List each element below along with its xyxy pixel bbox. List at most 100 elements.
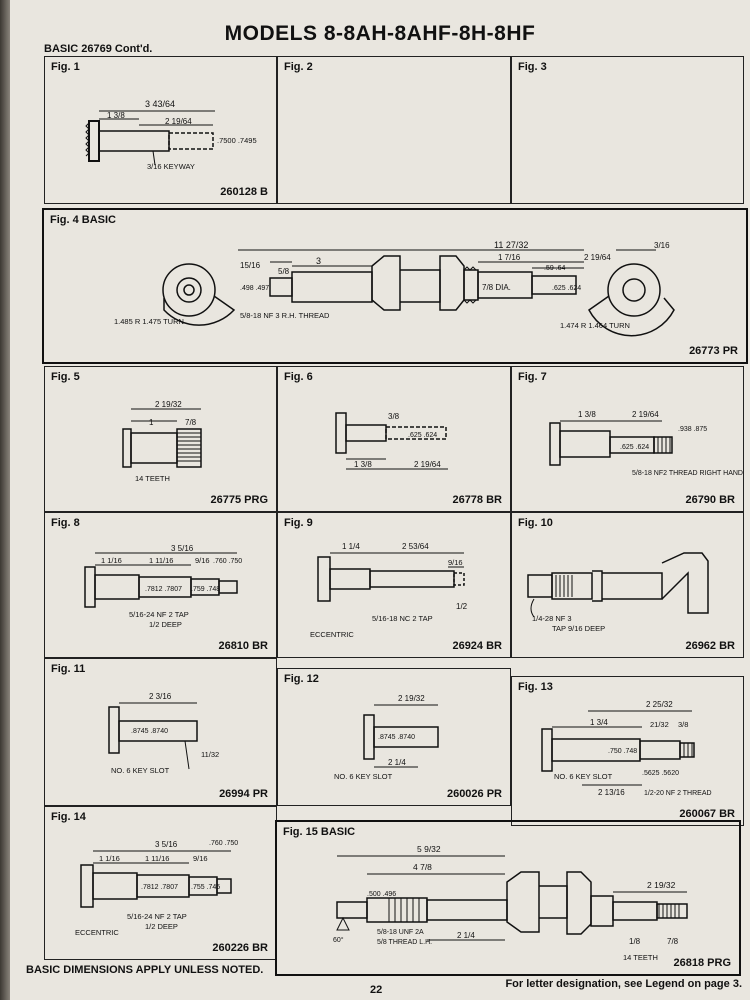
fig6-part-number: 26778 BR [452, 494, 502, 506]
fig14-dim-1-1-16: 1 1/16 [99, 854, 120, 863]
fig4-cell: Fig. 4 BASIC [42, 208, 748, 364]
fig1-dim-a: 1 3/8 [107, 111, 125, 120]
fig15-dim-5-9-32: 5 9/32 [417, 844, 441, 854]
fig7-label: Fig. 7 [518, 371, 547, 383]
fig13-dim-2-13-16: 2 13/16 [598, 788, 625, 797]
fig10-part-number: 26962 BR [685, 640, 735, 652]
fig15-label: Fig. 15 BASIC [283, 826, 356, 838]
fig6-cell: Fig. 6 3/8 .625 .624 1 3/8 2 19/64 26778… [277, 366, 511, 512]
fig4-dim-15-16: 15/16 [240, 261, 261, 270]
fig3-label: Fig. 3 [518, 61, 547, 73]
fig14-dim-3-5-16: 3 5/16 [155, 840, 178, 849]
fig12-drawing: 2 19/32 .8745 .8740 2 1/4 NO. 6 KEY SLOT [334, 694, 439, 781]
fig5-cell: Fig. 5 2 19/32 1 7/8 14 TEETH 26775 PRG [44, 366, 277, 512]
fig4-radius-right: 1.474 R 1.464 TURN [560, 321, 630, 330]
fig9-label: Fig. 9 [284, 517, 313, 529]
fig9-part-number: 26924 BR [452, 640, 502, 652]
fig13-drawing: 2 25/32 1 3/4 21/32 3/8 .750 .748 NO. 6 … [541, 700, 712, 797]
fig15-thread-lh: 5/8 THREAD L.H. [377, 939, 432, 946]
fig12-dim-2-1-4: 2 1/4 [388, 758, 406, 767]
fig8-label: Fig. 8 [51, 517, 80, 529]
page-title: MODELS 8-8AH-8AHF-8H-8HF [224, 22, 536, 45]
fig15-thread: 5/8-18 UNF 2A [377, 929, 424, 936]
fig6-drawing: 3/8 .625 .624 1 3/8 2 19/64 [335, 412, 448, 470]
fig13-dim-1-3-4: 1 3/4 [590, 718, 608, 727]
fig14-dim-9-16: 9/16 [193, 854, 208, 863]
fig5-dim-2-19-32: 2 19/32 [155, 400, 182, 409]
fig4-label: Fig. 4 BASIC [50, 214, 117, 226]
fig7-dim-2-19-64: 2 19/64 [632, 410, 659, 419]
fig4-dim-59: .59 .64 [544, 265, 566, 272]
fig5-label: Fig. 5 [51, 371, 80, 383]
legend-note: For letter designation, see Legend on pa… [505, 978, 742, 990]
fig14-eccentric: ECCENTRIC [75, 928, 119, 937]
fig5-part-number: 26775 PRG [210, 494, 268, 506]
fig13-cell: Fig. 13 2 25/32 1 3/4 21/32 3/8 .750 .74… [511, 676, 744, 826]
fig6-dim-3-8: 3/8 [388, 412, 400, 421]
fig13-dim-3-8: 3/8 [678, 720, 688, 729]
fig8-drawing: 3 5/16 1 1/16 1 11/16 9/16 .760 .750 .78… [84, 544, 242, 629]
fig14-part-number: 260226 BR [212, 942, 268, 954]
fig14-dia-760: .760 .750 [209, 840, 238, 847]
fig12-label: Fig. 12 [284, 673, 319, 685]
fig15-teeth: 14 TEETH [623, 953, 658, 962]
fig8-dim-9-16: 9/16 [195, 556, 210, 565]
fig15-part-number: 26818 PRG [673, 957, 731, 969]
fig6-label: Fig. 6 [284, 371, 313, 383]
fig9-eccentric: ECCENTRIC [310, 630, 354, 639]
fig14-label: Fig. 14 [51, 811, 86, 823]
fig15-dim-4-7-8: 4 7/8 [413, 862, 432, 872]
fig13-dim-21-32: 21/32 [650, 720, 669, 729]
fig15-drawing: 5 9/32 4 7/8 2 19/32 .500 .496 60° 5/8-1… [333, 844, 688, 962]
fig12-key-slot: NO. 6 KEY SLOT [334, 772, 393, 781]
fig11-label: Fig. 11 [51, 663, 86, 675]
fig15-angle-60: 60° [333, 936, 344, 944]
fig7-dia-625: .625 .624 [620, 444, 649, 451]
fig15-dia-500: .500 .496 [367, 891, 396, 898]
fig7-part-number: 26790 BR [685, 494, 735, 506]
book-binding [0, 0, 10, 1000]
fig7-drawing: 1 3/8 2 19/64 .938 .875 .625 .624 5/8-18… [549, 410, 743, 477]
fig8-part-number: 26810 BR [218, 640, 268, 652]
fig9-tap: 5/16-18 NC 2 TAP [372, 614, 433, 623]
fig12-dia-8745: .8745 .8740 [378, 734, 415, 741]
fig7-thread: 5/8-18 NF2 THREAD RIGHT HAND [632, 470, 743, 477]
fig14-cell: Fig. 14 3 5/16 1 1/16 1 11/16 9/16 .760 … [44, 806, 277, 960]
fig14-deep: 1/2 DEEP [145, 922, 178, 931]
fig13-dia-5625: .5625 .5620 [642, 770, 679, 777]
fig5-dim-7-8: 7/8 [185, 418, 197, 427]
fig4-thread: 5/8-18 NF 3 R.H. THREAD [240, 311, 330, 320]
fig6-dia-625: .625 .624 [408, 432, 437, 439]
fig1-drawing: 3 43/64 1 3/8 2 19/64 .7500 .7495 3/16 K… [85, 99, 257, 171]
fig14-dim-1-11-16: 1 11/16 [145, 854, 169, 863]
fig9-dim-2-53-64: 2 53/64 [402, 542, 429, 551]
fig8-dim-3-5-16: 3 5/16 [171, 544, 194, 553]
fig8-deep: 1/2 DEEP [149, 620, 182, 629]
fig8-dia-760: .760 .750 [213, 558, 242, 565]
fig7-dim-1-3-8: 1 3/8 [578, 410, 596, 419]
fig9-dim-1-2: 1/2 [456, 602, 468, 611]
fig15-dim-7-8: 7/8 [667, 937, 679, 946]
fig10-label: Fig. 10 [518, 517, 553, 529]
fig11-dia-8745: .8745 .8740 [131, 728, 168, 735]
fig14-tap: 5/16-24 NF 2 TAP [127, 912, 187, 921]
fig1-part-number: 260128 B [220, 186, 268, 198]
fig10-cell: Fig. 10 1/4-28 NF 3 TAP 9/16 DEEP 26962 … [511, 512, 744, 658]
fig4-dim-3-16: 3/16 [654, 241, 670, 250]
fig4-dim-2-19-64: 2 19/64 [584, 253, 611, 262]
fig4-dia-625: .625 .624 [552, 285, 581, 292]
fig13-dia-750: .750 .748 [608, 748, 637, 755]
fig9-dim-9-16: 9/16 [448, 558, 463, 567]
fig2-cell: Fig. 2 [277, 56, 511, 204]
fig8-dia-7812: .7812 .7807 [145, 586, 182, 593]
fig10-deep: TAP 9/16 DEEP [552, 624, 605, 633]
fig11-part-number: 26994 PR [219, 788, 268, 800]
fig14-dia-7812: .7812 .7807 [141, 884, 178, 891]
fig5-drawing: 2 19/32 1 7/8 14 TEETH [122, 400, 202, 483]
fig1-dim-b: 2 19/64 [165, 117, 192, 126]
fig4-dia-7-8: 7/8 DIA. [482, 283, 511, 292]
fig12-part-number: 260026 PR [446, 788, 502, 800]
fig9-cell: Fig. 9 1 1/4 2 53/64 9/16 5/16-18 NC 2 T… [277, 512, 511, 658]
fig7-cell: Fig. 7 1 3/8 2 19/64 .938 .875 .625 .624… [511, 366, 744, 512]
fig1-dim-dia: .7500 .7495 [217, 136, 257, 145]
